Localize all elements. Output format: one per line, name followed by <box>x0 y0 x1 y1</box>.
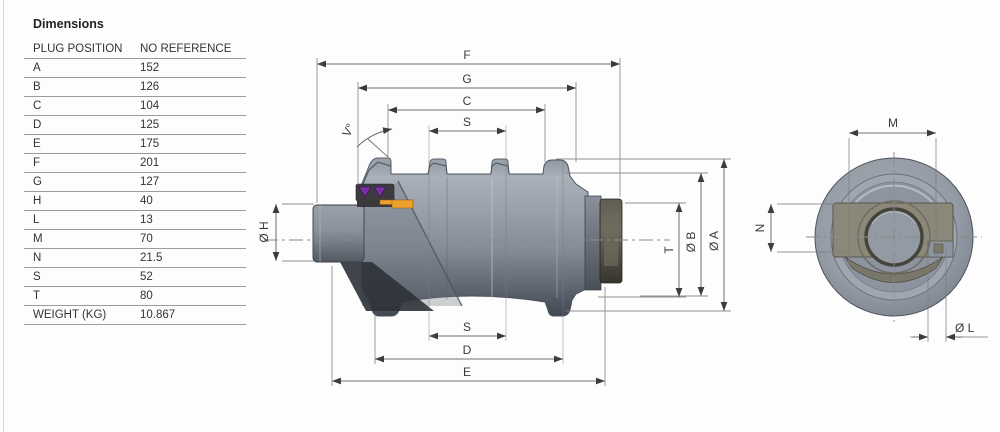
left-shaft <box>312 204 365 263</box>
plug-position-cell: C <box>24 96 140 116</box>
angle-annotation <box>356 127 393 158</box>
plug-position-cell: N <box>24 248 140 268</box>
value-cell: 70 <box>140 229 246 249</box>
value-cell: 126 <box>140 77 246 97</box>
value-cell: 40 <box>140 191 246 211</box>
value-cell: 125 <box>140 115 246 135</box>
value-cell: 21.5 <box>140 248 246 268</box>
plug-position-cell: G <box>24 172 140 192</box>
value-cell: 152 <box>140 58 246 78</box>
end-extension-lines <box>777 138 988 342</box>
plug-position-cell: H <box>24 191 140 211</box>
dim-label-t: T <box>662 246 676 254</box>
end-view: M N Ø L <box>753 116 988 342</box>
dim-label-s-top: S <box>463 115 471 129</box>
dim-label-d: D <box>463 343 472 357</box>
table-row: WEIGHT (KG)10.867 <box>24 305 246 325</box>
end-dimension-lines <box>767 129 963 341</box>
dim-label-f: F <box>463 48 470 62</box>
page-edge-divider <box>3 0 4 432</box>
plug-position-cell: T <box>24 286 140 306</box>
dim-label-g: G <box>462 72 471 86</box>
value-cell: 104 <box>140 96 246 116</box>
right-hub <box>584 195 602 291</box>
shim-detail <box>357 199 414 209</box>
table-header-row: PLUG POSITION NO REFERENCE <box>24 40 246 59</box>
plug-position-cell: B <box>24 77 140 97</box>
page-title: Dimensions <box>33 17 104 31</box>
plug-position-cell: F <box>24 153 140 173</box>
dim-label-dia-a: Ø A <box>707 231 721 251</box>
seal-detail <box>355 183 395 202</box>
plug-position-cell: M <box>24 229 140 249</box>
hub-shadow <box>340 262 434 311</box>
plug-position-cell: E <box>24 134 140 154</box>
dimension-lines <box>272 60 728 385</box>
plug-position-cell: A <box>24 58 140 78</box>
dim-label-n: N <box>753 224 767 233</box>
side-view-part <box>312 157 623 317</box>
dim-label-dia-h: Ø H <box>257 221 271 242</box>
dim-label-e: E <box>463 365 471 379</box>
dim-label-m: M <box>888 116 898 130</box>
plug-position-cell: L <box>24 210 140 230</box>
dim-label-dia-b: Ø B <box>684 232 698 253</box>
side-view: F G C S S D E T Ø B Ø A Ø H V° <box>257 48 731 386</box>
value-cell: 201 <box>140 153 246 173</box>
roller-barrel <box>361 159 589 317</box>
value-cell: 10.867 <box>140 305 246 325</box>
angle-label: V° <box>339 121 357 139</box>
plug-position-cell: S <box>24 267 140 287</box>
plug-position-cell: WEIGHT (KG) <box>24 305 140 325</box>
dim-label-dia-l: Ø L <box>955 321 975 335</box>
dim-label-c: C <box>463 94 472 108</box>
end-cap-inner <box>604 214 618 266</box>
value-cell: 52 <box>140 267 246 287</box>
dim-label-s-bottom: S <box>463 320 471 334</box>
value-cell: 80 <box>140 286 246 306</box>
value-cell: 13 <box>140 210 246 230</box>
column-header-plug-position: PLUG POSITION <box>24 40 140 59</box>
column-header-no-reference: NO REFERENCE <box>140 40 246 59</box>
plug-position-cell: D <box>24 115 140 135</box>
value-cell: 127 <box>140 172 246 192</box>
value-cell: 175 <box>140 134 246 154</box>
